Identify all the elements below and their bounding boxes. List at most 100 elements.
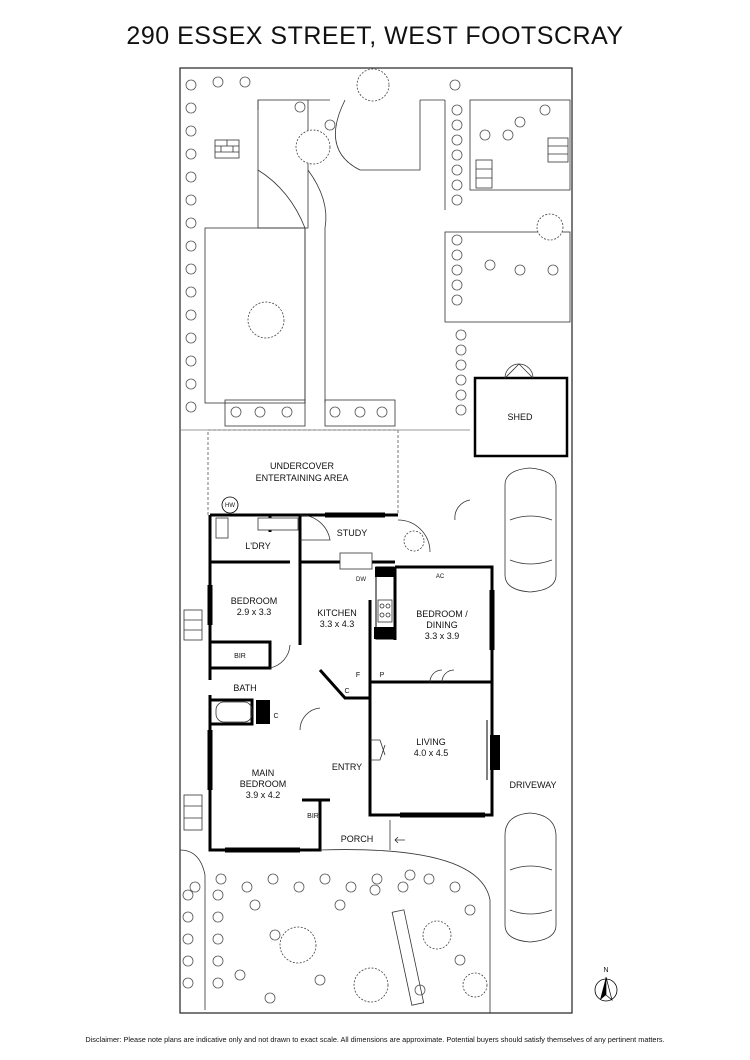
shrub (294, 101, 306, 113)
north-arrow (594, 976, 618, 1002)
landscaping-shrubs (182, 76, 559, 1004)
shrub (404, 869, 416, 881)
kitchen-size: 3.3 x 4.3 (320, 619, 355, 629)
shrub (319, 873, 331, 885)
shrub (369, 884, 381, 896)
bir-label-2: BIR (307, 813, 319, 820)
shrub (514, 264, 526, 276)
shrub (455, 344, 467, 356)
shrub (455, 374, 467, 386)
shrub (185, 217, 197, 229)
bath-label: BATH (233, 683, 256, 693)
shrub (449, 79, 461, 91)
shrub (212, 889, 224, 901)
bedroom-label: BEDROOM (231, 596, 278, 606)
shrub (182, 933, 194, 945)
cupboard-label-2: C (273, 713, 278, 720)
shrub (185, 401, 197, 413)
shrub (185, 309, 197, 321)
shrub (185, 332, 197, 344)
shrub (185, 263, 197, 275)
car-rear (504, 467, 557, 593)
shrub (455, 359, 467, 371)
cupboard-label-1: C (344, 688, 349, 695)
shrub (479, 129, 491, 141)
shrub (185, 194, 197, 206)
garden-beds (204, 99, 571, 427)
shrub (185, 79, 197, 91)
shrub (451, 149, 463, 161)
shrub (334, 899, 346, 911)
shrub (234, 969, 246, 981)
shrub (514, 116, 526, 128)
shrub (185, 240, 197, 252)
stove (377, 599, 393, 623)
bedroom-dining-label-2: DINING (426, 620, 458, 630)
shrub (212, 933, 224, 945)
shrub (502, 129, 514, 141)
shrub (324, 119, 336, 131)
shrub (455, 404, 467, 416)
shrub (397, 881, 409, 893)
shrub (451, 164, 463, 176)
shrub (329, 406, 341, 418)
shrub (241, 881, 253, 893)
shrub (230, 406, 242, 418)
living-size: 4.0 x 4.5 (414, 748, 449, 758)
kitchen-label: KITCHEN (317, 608, 357, 618)
shrub (185, 286, 197, 298)
bedroom-size: 2.9 x 3.3 (237, 607, 272, 617)
shrub (451, 294, 463, 306)
laundry-fixtures (215, 496, 373, 570)
entry-label: ENTRY (332, 762, 362, 772)
porch-label: PORCH (341, 834, 374, 844)
shrub (371, 873, 383, 885)
main-bedroom-label-2: BEDROOM (240, 779, 287, 789)
shrub (212, 955, 224, 967)
main-bedroom-label-1: MAIN (252, 768, 275, 778)
shrub (185, 102, 197, 114)
shrub (451, 194, 463, 206)
pantry-label: P (380, 672, 385, 679)
door-swings (269, 499, 471, 761)
shrub (423, 873, 435, 885)
landscaping-trees (247, 68, 564, 1003)
shrub (451, 104, 463, 116)
front-garden (179, 820, 491, 1013)
driveway-label: DRIVEWAY (509, 780, 556, 790)
shrub (185, 171, 197, 183)
main-bedroom-size: 3.9 x 4.2 (246, 790, 281, 800)
shrub (454, 954, 466, 966)
windows (207, 512, 495, 853)
shrub (269, 929, 281, 941)
laundry-label: L'DRY (245, 541, 271, 551)
shrub (484, 259, 496, 271)
shrub (185, 355, 197, 367)
undercover-label-1: UNDERCOVER (270, 461, 335, 471)
car-front (504, 812, 557, 943)
living-label: LIVING (416, 737, 446, 747)
shrub (185, 378, 197, 390)
shed (473, 363, 569, 458)
bedroom-dining-label-1: BEDROOM / (416, 609, 468, 619)
shrub (212, 911, 224, 923)
page-title: 290 ESSEX STREET, WEST FOOTSCRAY (126, 22, 624, 50)
hw-label: HW (225, 503, 235, 509)
shrub (239, 76, 251, 88)
shrub (345, 881, 357, 893)
shrub (451, 234, 463, 246)
shrub (185, 148, 197, 160)
shrub (182, 977, 194, 989)
shrub (182, 911, 194, 923)
bedroom-dining-size: 3.3 x 3.9 (425, 631, 460, 641)
shrub (254, 406, 266, 418)
shrub (455, 329, 467, 341)
shrub (451, 119, 463, 131)
shrub (449, 881, 461, 893)
shrub (464, 904, 476, 916)
bir-label-1: BIR (234, 653, 246, 660)
shrub (451, 134, 463, 146)
shrub (451, 279, 463, 291)
shrub (267, 873, 279, 885)
